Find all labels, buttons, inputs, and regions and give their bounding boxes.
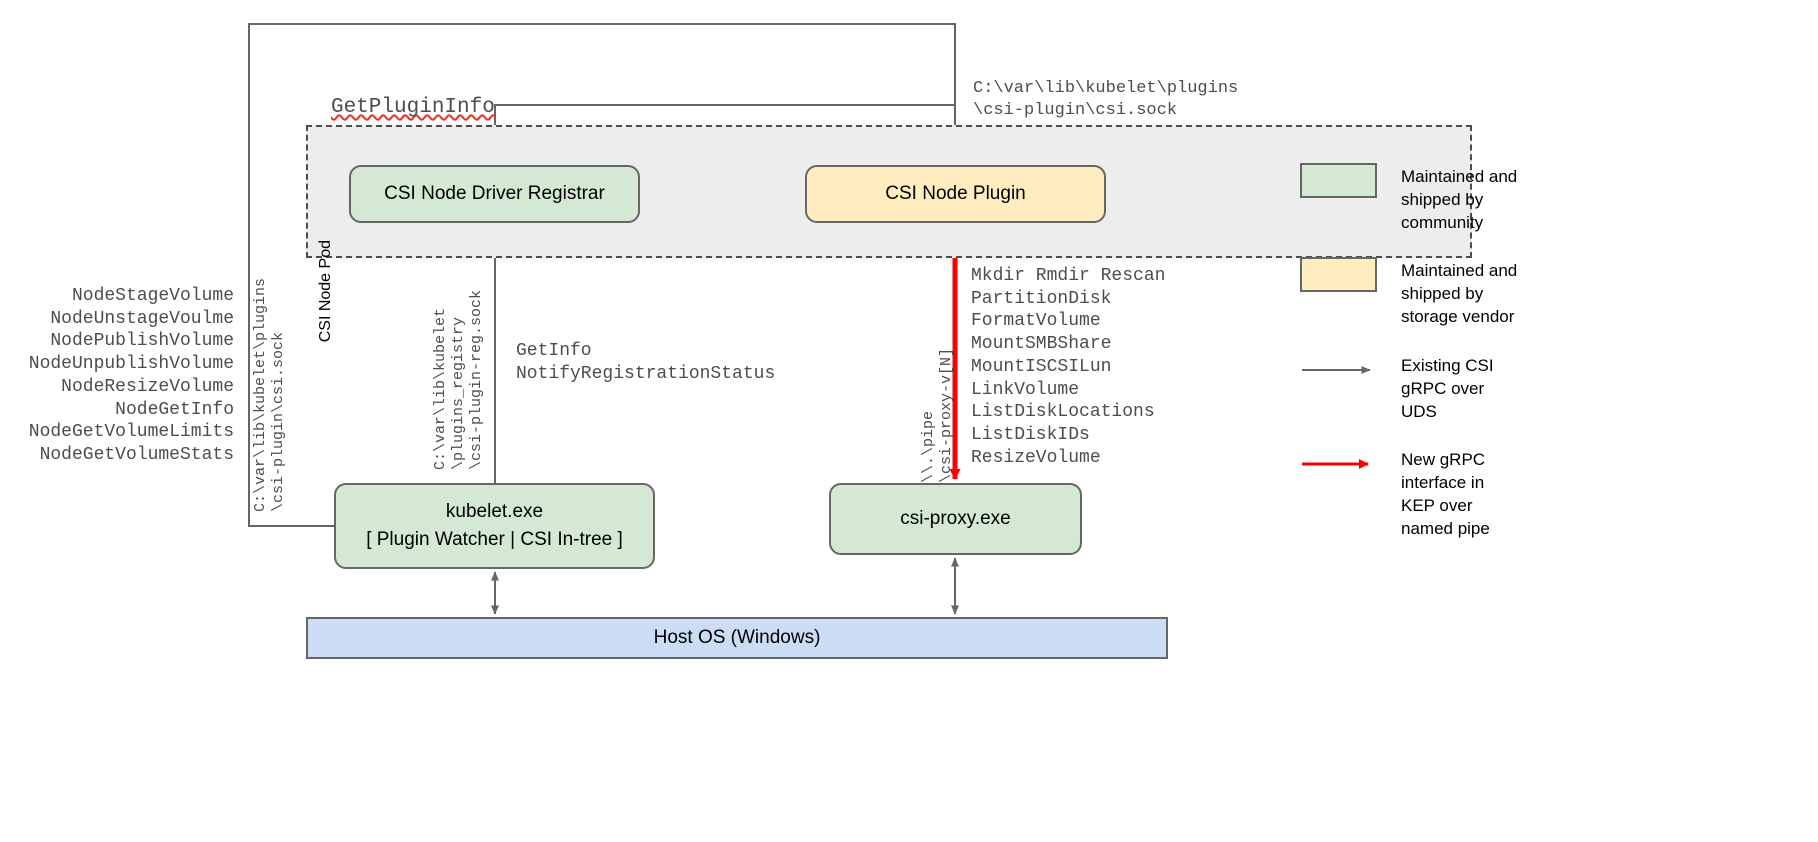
csi-proxy-api-item: Mkdir Rmdir Rescan bbox=[971, 266, 1166, 286]
csi-proxy-api-item: FormatVolume bbox=[971, 311, 1101, 332]
box-kubelet-exe[interactable]: kubelet.exe [ Plugin Watcher | CSI In-tr… bbox=[334, 483, 655, 569]
box-csi-node-plugin[interactable]: CSI Node Plugin bbox=[805, 165, 1106, 223]
legend-label-community: Maintained and shipped by community bbox=[1401, 167, 1518, 232]
legend-label-new-grpc-kep: New gRPC interface in KEP over named pip… bbox=[1401, 450, 1490, 538]
box-host-os-label: Host OS (Windows) bbox=[653, 627, 821, 648]
csi-proxy-api-item: MountISCSILun bbox=[971, 356, 1112, 377]
node-operation-item: NodePublishVolume bbox=[50, 331, 234, 352]
legend-arrow-red-icon bbox=[1302, 459, 1369, 469]
node-operation-item: NodeResizeVolume bbox=[61, 376, 234, 397]
box-csi-node-plugin-label: CSI Node Plugin bbox=[885, 183, 1026, 205]
node-operation-item: NodeStageVolume bbox=[71, 286, 234, 306]
legend-arrow-grey-icon bbox=[1302, 366, 1371, 374]
node-operation-item: NodeGetVolumeStats bbox=[39, 444, 234, 465]
csi-node-pod-label: CSI Node Pod bbox=[317, 240, 334, 343]
csi-proxy-api-item: MountSMBShare bbox=[971, 334, 1112, 355]
label-vertical-csi-sock: C:\var\lib\kubelet\plugins \csi-plugin\c… bbox=[252, 278, 287, 513]
box-host-os[interactable]: Host OS (Windows) bbox=[306, 617, 1168, 659]
legend-arrow-grey-cell bbox=[1300, 352, 1377, 387]
csi-proxy-api-item: ListDiskIDs bbox=[971, 424, 1090, 445]
node-operation-item: NodeGetInfo bbox=[115, 399, 234, 420]
box-csi-proxy-exe-label: csi-proxy.exe bbox=[900, 508, 1011, 530]
node-operation-item: NodeUnpublishVolume bbox=[28, 354, 234, 375]
node-operation-item: NodeGetVolumeLimits bbox=[28, 422, 234, 443]
box-csi-node-driver-registrar[interactable]: CSI Node Driver Registrar bbox=[349, 165, 640, 223]
legend-item-storage-vendor: Maintained and shipped by storage vendor bbox=[1300, 257, 1517, 328]
csi-proxy-api-item: ListDiskLocations bbox=[971, 402, 1155, 423]
label-vertical-registry-sock: C:\var\lib\kubelet \plugins_registry \cs… bbox=[432, 290, 485, 471]
legend-item-new-grpc-kep: New gRPC interface in KEP over named pip… bbox=[1300, 446, 1490, 540]
legend-arrow-red-cell bbox=[1300, 446, 1377, 481]
legend-swatch-green bbox=[1300, 163, 1377, 198]
legend-label-storage-vendor: Maintained and shipped by storage vendor bbox=[1401, 261, 1518, 326]
label-getplugininfo-text: GetPluginInfo bbox=[331, 96, 495, 119]
box-csi-node-driver-registrar-label: CSI Node Driver Registrar bbox=[384, 183, 605, 205]
legend-item-community: Maintained and shipped by community bbox=[1300, 163, 1517, 234]
label-plugin-socket-path: C:\var\lib\kubelet\plugins \csi-plugin\c… bbox=[973, 79, 1239, 120]
box-kubelet-exe-sublabel: [ Plugin Watcher | CSI In-tree ] bbox=[366, 529, 623, 550]
label-registrar-rpcs: GetInfo NotifyRegistrationStatus bbox=[516, 341, 776, 384]
csi-proxy-api-item: PartitionDisk bbox=[971, 288, 1112, 309]
csi-proxy-api-item: LinkVolume bbox=[971, 379, 1080, 400]
label-vertical-named-pipe: \\.\pipe \csi-proxy-v[N] bbox=[920, 348, 955, 484]
legend-item-existing-csi-grpc: Existing CSI gRPC over UDS bbox=[1300, 352, 1494, 423]
csi-proxy-api-item: ResizeVolume bbox=[971, 447, 1101, 468]
node-operation-item: NodeUnstageVoulme bbox=[50, 308, 234, 329]
label-getplugininfo: GetPluginInfo bbox=[331, 96, 495, 119]
legend-swatch-yellow bbox=[1300, 257, 1377, 292]
legend-label-existing-csi-grpc: Existing CSI gRPC over UDS bbox=[1401, 356, 1494, 421]
box-kubelet-exe-label: kubelet.exe bbox=[445, 501, 544, 523]
box-csi-proxy-exe[interactable]: csi-proxy.exe bbox=[829, 483, 1082, 555]
